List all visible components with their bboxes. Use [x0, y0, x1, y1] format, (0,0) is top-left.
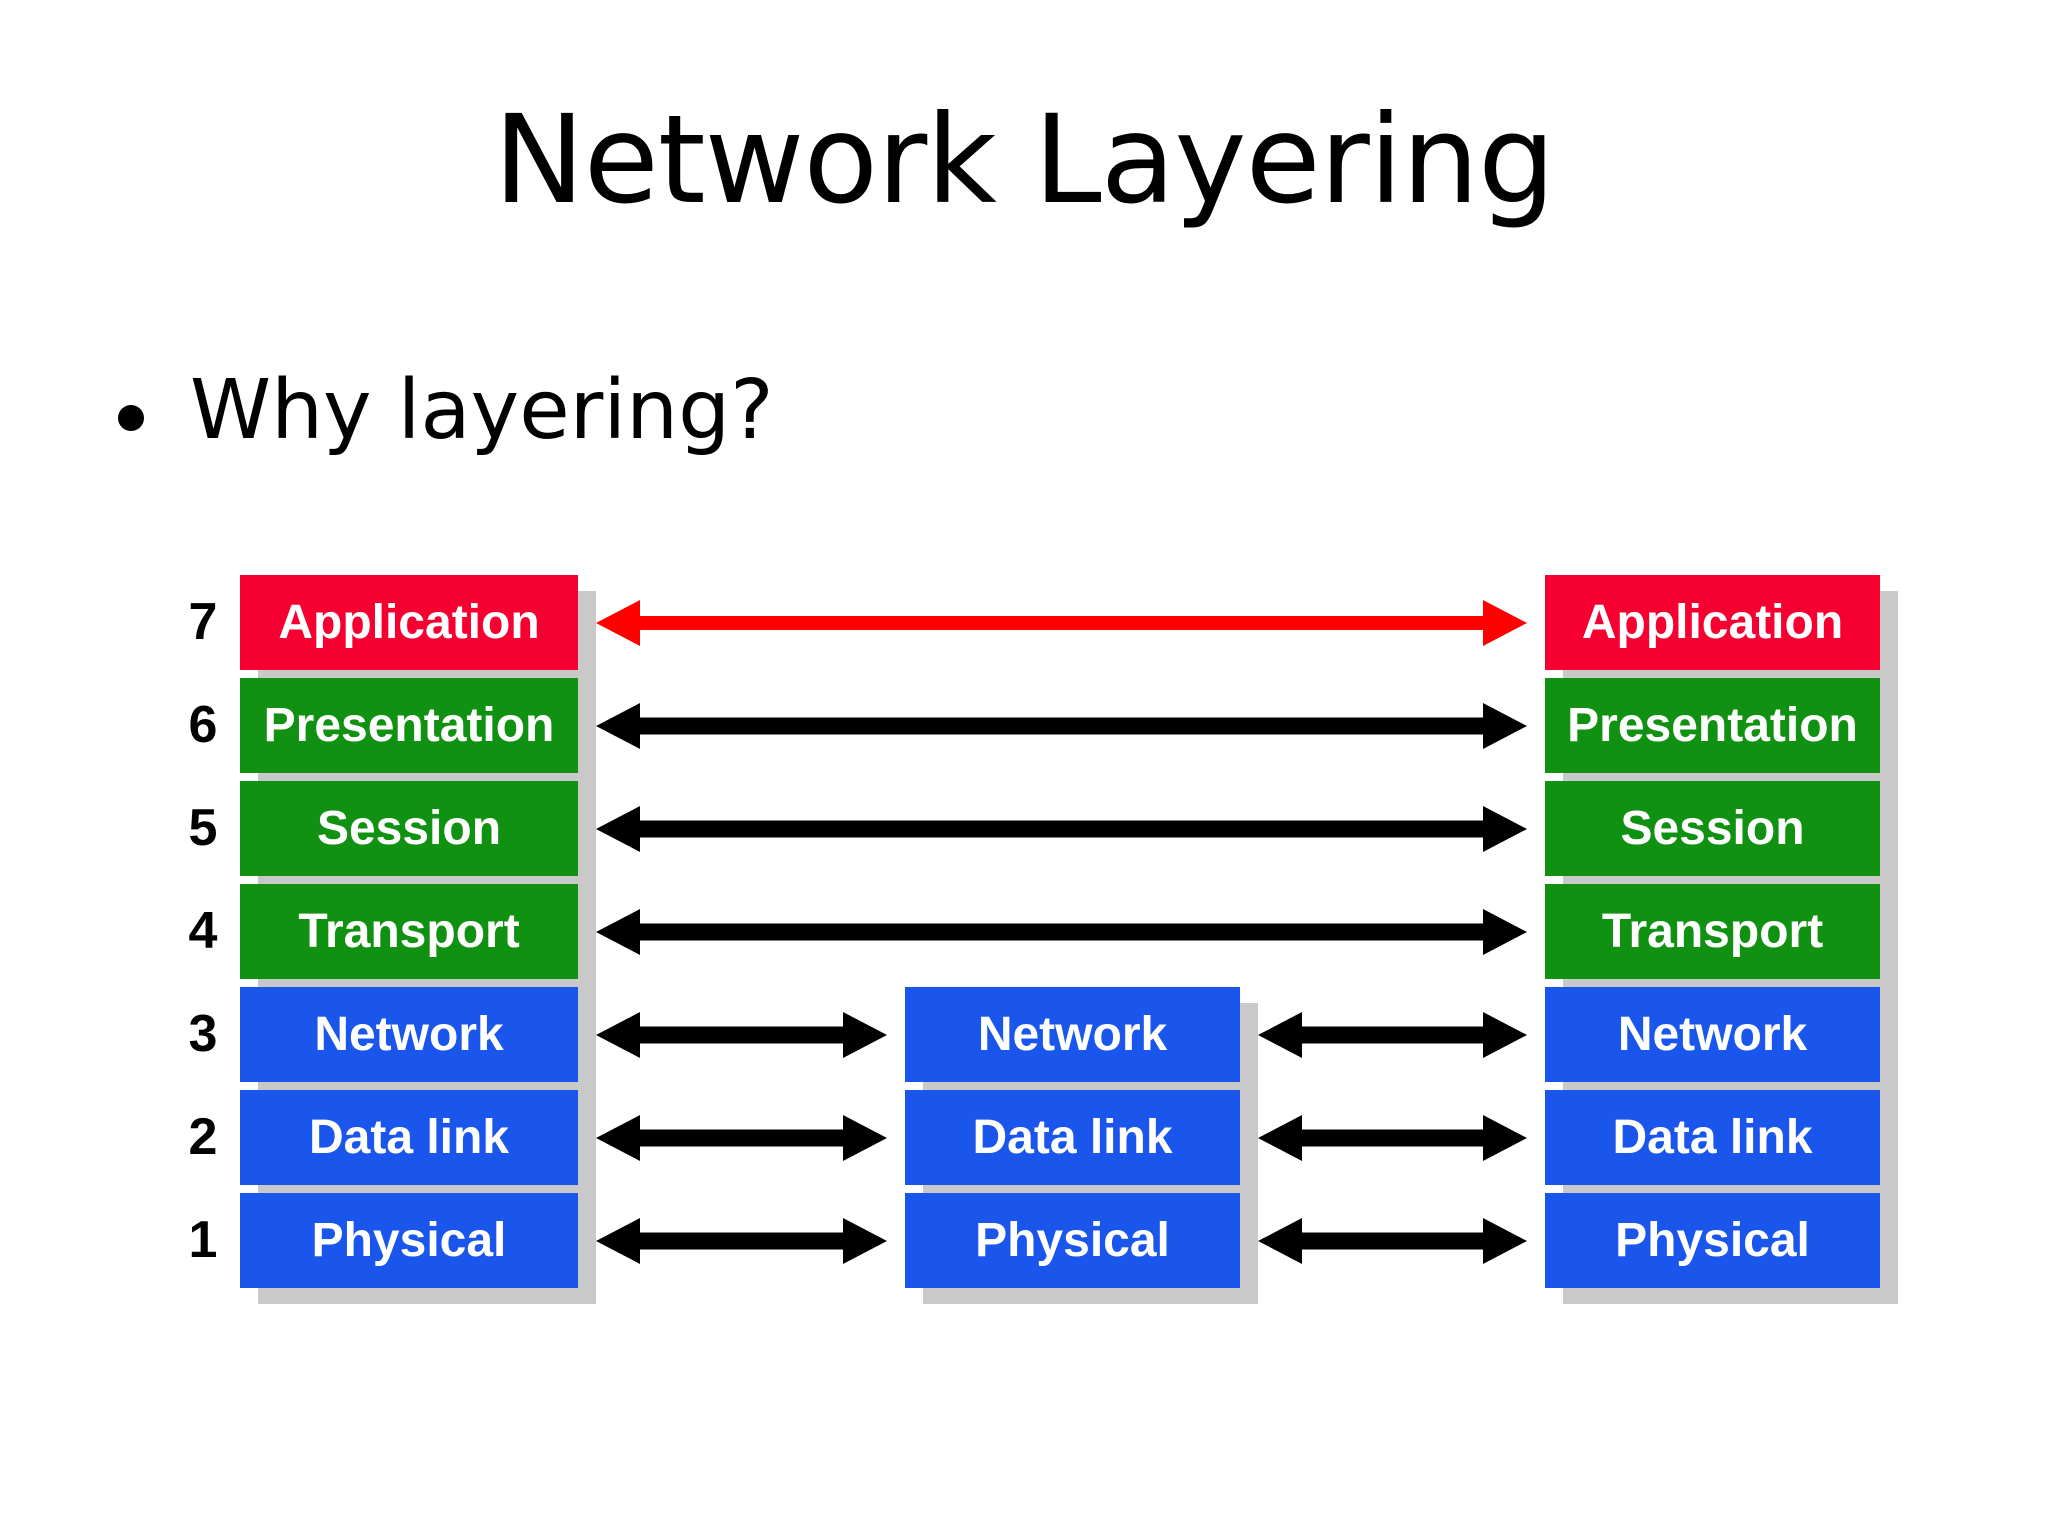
hop-arrow-right-layer-3: [1258, 1009, 1527, 1061]
layer-box-left-presentation[interactable]: Presentation: [240, 678, 578, 773]
layer-box-right-presentation[interactable]: Presentation: [1545, 678, 1880, 773]
layer-number-6: 6: [188, 695, 218, 754]
layer-box-right-physical[interactable]: Physical: [1545, 1193, 1880, 1288]
peer-arrow-layer-7: [596, 597, 1527, 649]
layer-number-7: 7: [188, 592, 218, 651]
layer-box-right-data-link[interactable]: Data link: [1545, 1090, 1880, 1185]
hop-arrow-left-layer-2: [596, 1112, 887, 1164]
hop-arrow-left-layer-1: [596, 1215, 887, 1267]
layer-box-left-application[interactable]: Application: [240, 575, 578, 670]
layer-number-2: 2: [188, 1107, 218, 1166]
layer-box-left-network[interactable]: Network: [240, 987, 578, 1082]
layer-box-middle-data-link[interactable]: Data link: [905, 1090, 1240, 1185]
page-title: Network Layering: [493, 89, 1556, 231]
hop-arrow-left-layer-3: [596, 1009, 887, 1061]
bullet-item: Why layering?: [118, 363, 774, 458]
peer-arrow-layer-6: [596, 700, 1527, 752]
hop-arrow-right-layer-2: [1258, 1112, 1527, 1164]
layer-box-left-physical[interactable]: Physical: [240, 1193, 578, 1288]
layer-box-right-transport[interactable]: Transport: [1545, 884, 1880, 979]
layer-number-4: 4: [188, 901, 218, 960]
hop-arrow-right-layer-1: [1258, 1215, 1527, 1267]
layer-number-3: 3: [188, 1004, 218, 1063]
bullet-dot-icon: [118, 405, 144, 432]
layer-box-middle-network[interactable]: Network: [905, 987, 1240, 1082]
layer-box-left-transport[interactable]: Transport: [240, 884, 578, 979]
layer-box-right-session[interactable]: Session: [1545, 781, 1880, 876]
layer-box-middle-physical[interactable]: Physical: [905, 1193, 1240, 1288]
peer-arrow-layer-4: [596, 906, 1527, 958]
layer-box-right-application[interactable]: Application: [1545, 575, 1880, 670]
layer-box-left-session[interactable]: Session: [240, 781, 578, 876]
layer-number-5: 5: [188, 798, 218, 857]
peer-arrow-layer-5: [596, 803, 1527, 855]
layer-number-1: 1: [188, 1210, 218, 1269]
bullet-text: Why layering?: [190, 363, 774, 458]
layer-box-right-network[interactable]: Network: [1545, 987, 1880, 1082]
layer-box-left-data-link[interactable]: Data link: [240, 1090, 578, 1185]
